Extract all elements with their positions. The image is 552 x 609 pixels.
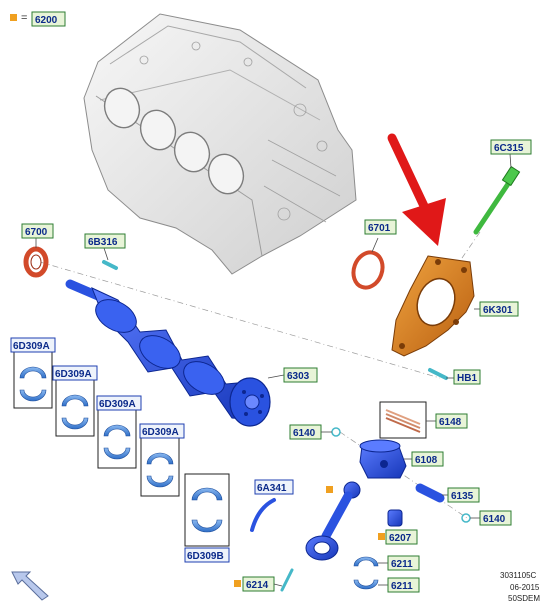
label-box-6K301 bbox=[479, 301, 519, 317]
label-box-6D309A-4 bbox=[139, 423, 185, 439]
label-box-6140-b bbox=[479, 510, 512, 526]
main-bearing-set-2 bbox=[55, 379, 95, 437]
label-box-6D309B bbox=[184, 547, 230, 563]
piston-pin bbox=[415, 483, 445, 503]
label-box-6C315 bbox=[490, 139, 532, 155]
part-marker-rod bbox=[326, 486, 333, 493]
crankshaft-dowel-pin bbox=[102, 260, 118, 270]
main-bearing-set-1 bbox=[13, 351, 53, 409]
connecting-rod bbox=[305, 481, 361, 561]
label-box-6700 bbox=[21, 223, 54, 239]
piston-pin-clip-front bbox=[331, 427, 341, 437]
label-6D309A-1: 6D309A bbox=[13, 341, 50, 352]
rear-seal-retainer-plate bbox=[391, 255, 475, 357]
label-HB1: HB1 bbox=[457, 373, 477, 384]
label-box-6B316 bbox=[84, 233, 126, 249]
assembly-axis-piston bbox=[339, 431, 471, 521]
label-6140-a: 6140 bbox=[293, 428, 316, 439]
label-6303: 6303 bbox=[287, 371, 310, 382]
legend: = 6200 bbox=[10, 11, 66, 27]
thrust-bearing-set bbox=[184, 473, 230, 547]
footer-date: 06-2015 bbox=[510, 583, 540, 592]
label-box-6D309A-3 bbox=[96, 395, 142, 411]
label-6200: 6200 bbox=[35, 15, 58, 26]
label-6701: 6701 bbox=[368, 223, 391, 234]
label-box-6701 bbox=[364, 219, 397, 235]
label-6140-b: 6140 bbox=[483, 514, 506, 525]
oil-jet bbox=[250, 498, 276, 532]
label-box-6211-a bbox=[387, 555, 420, 571]
label-box-6D309A-2 bbox=[52, 365, 98, 381]
label-6A341: 6A341 bbox=[257, 483, 287, 494]
assembly-axis-main bbox=[39, 261, 441, 379]
engine-block bbox=[83, 13, 357, 275]
label-6700: 6700 bbox=[25, 227, 48, 238]
label-6211-a: 6211 bbox=[391, 559, 413, 570]
part-marker-bushing bbox=[378, 533, 385, 540]
retainer-bolt bbox=[428, 368, 448, 380]
main-bearing-set-3 bbox=[97, 409, 137, 469]
connecting-rod-bushing bbox=[387, 509, 403, 527]
label-box-6135 bbox=[447, 487, 480, 503]
label-box-6207 bbox=[385, 529, 418, 545]
rod-bearing-lower bbox=[353, 579, 379, 590]
piston-pin-clip-rear bbox=[461, 513, 471, 523]
label-box-HB1 bbox=[453, 369, 481, 385]
assembly-axis-sensor bbox=[461, 231, 481, 259]
label-6B316: 6B316 bbox=[88, 237, 118, 248]
crankshaft-seal-rear bbox=[23, 246, 49, 278]
label-6D309A-3: 6D309A bbox=[99, 399, 136, 410]
connecting-rod-bolt bbox=[280, 568, 294, 592]
legend-code-box bbox=[31, 11, 66, 27]
rear-main-seal bbox=[351, 250, 385, 290]
label-6D309B: 6D309B bbox=[187, 551, 224, 562]
label-6D309A-2: 6D309A bbox=[55, 369, 92, 380]
label-6135: 6135 bbox=[451, 491, 474, 502]
crankshaft bbox=[65, 279, 271, 427]
label-box-6108 bbox=[411, 451, 444, 467]
crankshaft-position-sensor bbox=[473, 165, 521, 235]
label-box-6148 bbox=[435, 413, 468, 429]
label-6211-b: 6211 bbox=[391, 581, 413, 592]
label-6148: 6148 bbox=[439, 417, 462, 428]
footer-model: 50SDEM bbox=[508, 594, 540, 603]
label-6207: 6207 bbox=[389, 533, 412, 544]
label-6108: 6108 bbox=[415, 455, 438, 466]
arrow-up-left-icon[interactable] bbox=[11, 571, 49, 601]
piston bbox=[359, 439, 407, 479]
rod-bearing-upper bbox=[353, 556, 379, 567]
label-box-6303 bbox=[283, 367, 318, 383]
label-box-6D309A-1 bbox=[10, 337, 56, 353]
part-marker-bolt bbox=[234, 580, 241, 587]
highlight-arrow-icon bbox=[387, 133, 446, 246]
label-6C315: 6C315 bbox=[494, 143, 524, 154]
label-6D309A-4: 6D309A bbox=[142, 427, 179, 438]
label-box-6A341 bbox=[254, 479, 294, 495]
legend-equals: = bbox=[21, 12, 27, 24]
label-6K301: 6K301 bbox=[483, 305, 513, 316]
legend-marker bbox=[10, 14, 17, 21]
label-box-6211-b bbox=[387, 577, 420, 593]
piston-ring-set bbox=[379, 401, 427, 439]
main-bearing-set-4 bbox=[140, 437, 180, 497]
label-6214: 6214 bbox=[246, 580, 269, 591]
footer-reference: 3031105C bbox=[500, 571, 537, 580]
